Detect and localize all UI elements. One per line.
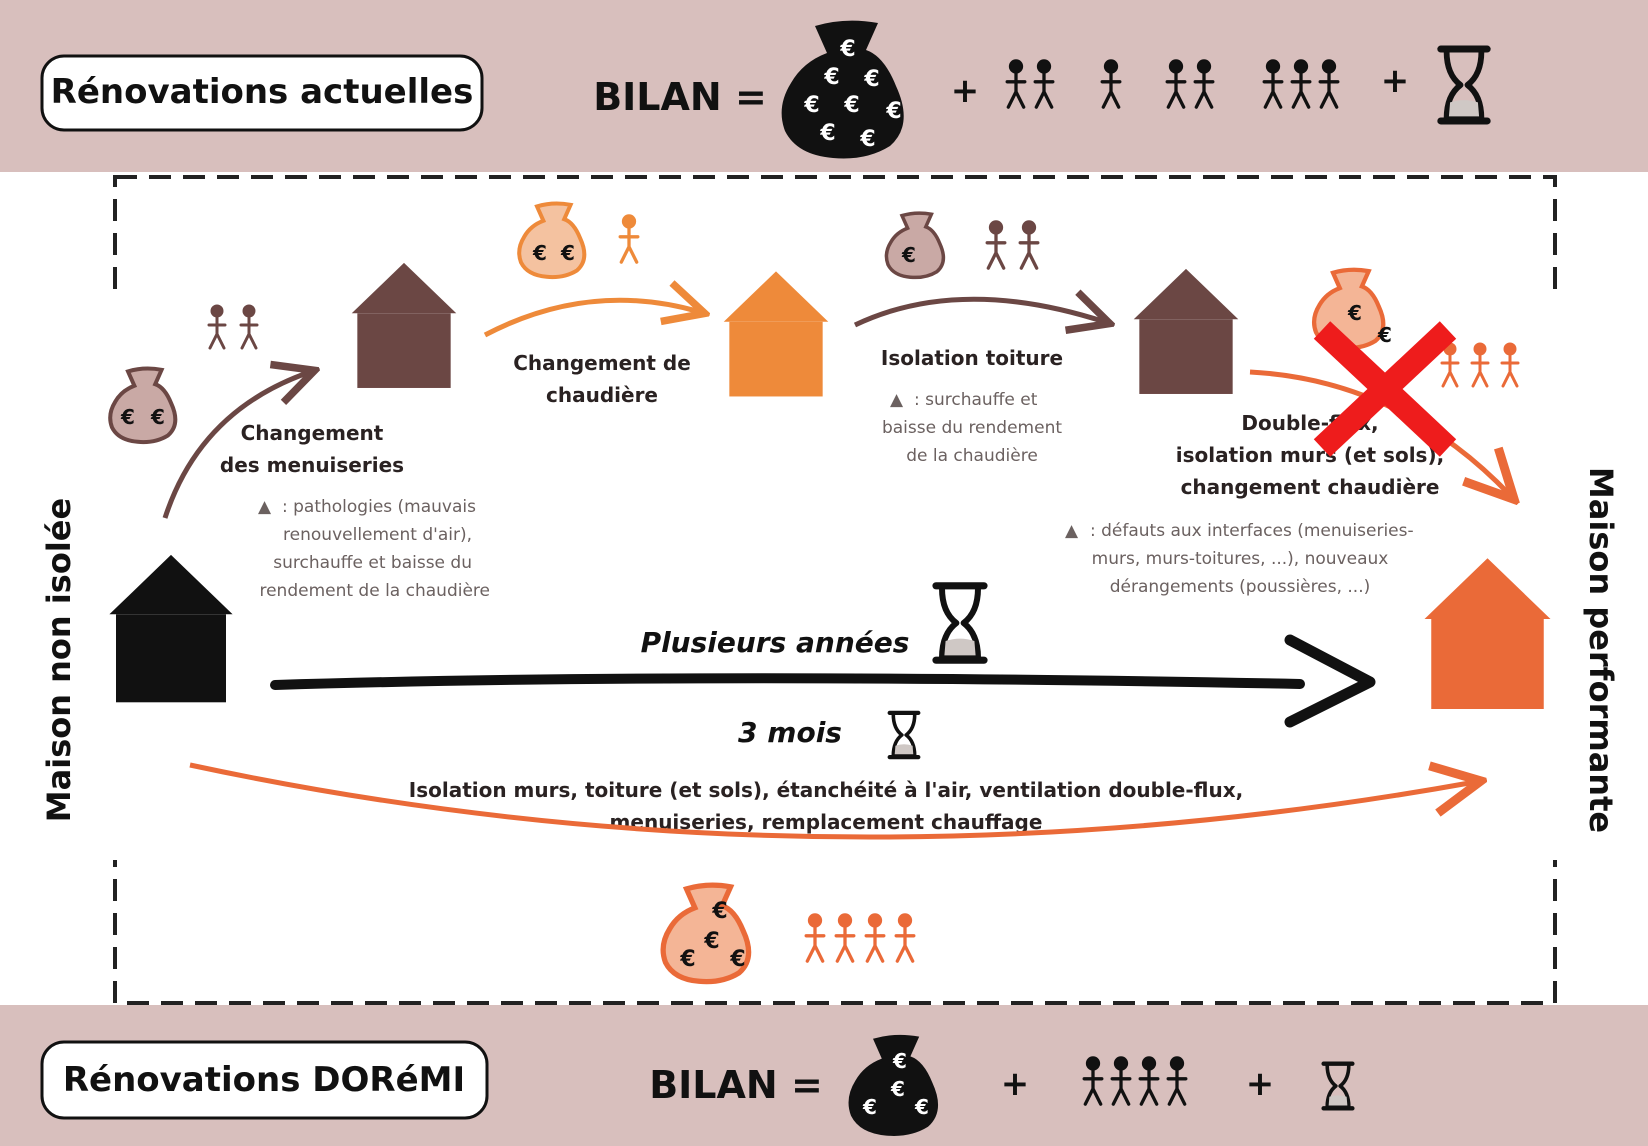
step4-label: Double-flux, isolation murs (et sols), c… [1176,411,1444,499]
svg-text:€: € [892,1049,907,1073]
top-title-box: Rénovations actuelles [40,54,484,132]
svg-text:Changement: Changement [241,421,384,445]
bottom-plus-1: + [1001,1064,1030,1104]
step3-people-icon [985,219,1040,270]
svg-text:Isolation murs, toiture (et so: Isolation murs, toiture (et sols), étanc… [409,778,1243,802]
svg-text:€: € [532,241,547,265]
arrow-step1 [162,372,310,519]
house-step3-icon [1133,268,1239,394]
svg-text:€: € [863,67,879,92]
svg-text:€: € [819,121,835,146]
svg-text:€: € [862,1095,877,1119]
svg-text:€: € [803,93,819,118]
svg-text:€: € [560,241,575,265]
top-money-bag-icon: € € € € € € € € [781,20,904,159]
top-bilan: BILAN = [593,75,767,119]
svg-text:baisse du rendement: baisse du rendement [882,418,1062,438]
top-title: Rénovations actuelles [51,72,474,112]
arrow-step2 [483,300,700,338]
arrow-doremi [189,765,1475,840]
step1-money-bag-icon: € € [110,369,175,443]
svg-text:Changement de: Changement de [513,351,691,375]
house-step1-icon [351,262,457,388]
years-hourglass-icon [936,586,984,660]
warning-icon: ▲ [258,497,272,517]
bottom-plus-2: + [1246,1064,1275,1104]
step1-people-icon [207,303,259,350]
svg-text:: défauts aux interfaces (menu: : défauts aux interfaces (menuiseries- [1090,521,1414,541]
svg-text:€: € [839,37,855,62]
svg-text:€: € [914,1095,929,1119]
svg-text:€: € [1347,301,1362,325]
label-maison-performante: Maison performante [1582,467,1620,833]
svg-text:€: € [679,947,695,972]
svg-text:€: € [1377,323,1392,347]
frame-gap-right [1528,300,1588,860]
doremi-description: Isolation murs, toiture (et sols), étanc… [409,778,1243,834]
step4-money-bag-icon: € € [1314,270,1392,348]
warning-icon: ▲ [1065,521,1079,541]
step4-note: ▲ : défauts aux interfaces (menuiseries-… [1065,521,1414,597]
label-plusieurs-annees: Plusieurs années [641,626,910,659]
svg-text:chaudière: chaudière [546,383,658,407]
svg-text:renouvellement d'air),: renouvellement d'air), [283,525,472,545]
svg-text:: pathologies (mauvais: : pathologies (mauvais [282,497,476,517]
step2-money-bag-icon: € € [519,204,584,278]
label-maison-non-isolee: Maison non isolée [40,498,78,822]
svg-text:€: € [711,899,727,924]
bottom-title: Rénovations DORéMI [63,1060,465,1100]
step2-label: Changement de chaudière [513,351,691,407]
svg-text:rendement de la chaudière: rendement de la chaudière [259,581,490,601]
svg-text:€: € [901,243,916,267]
step3-note: ▲ : surchauffe et baisse du rendement de… [882,390,1062,466]
svg-text:€: € [729,947,745,972]
svg-text:€: € [120,405,135,429]
bottom-bilan: BILAN = [649,1063,823,1107]
svg-text:des menuiseries: des menuiseries [220,453,404,477]
step1-label: Changement des menuiseries [220,421,404,477]
svg-text:€: € [703,929,719,954]
warning-icon: ▲ [890,390,904,410]
step3-money-bag-icon: € [884,211,946,280]
doremi-people-icon [804,911,916,963]
top-plus-1: + [951,71,980,111]
step2-person-icon [618,213,640,264]
svg-text:€: € [823,65,839,90]
long-arrow-head [1284,634,1376,728]
svg-text:Isolation toiture: Isolation toiture [881,346,1063,370]
svg-text:isolation murs (et sols),: isolation murs (et sols), [1176,443,1444,467]
svg-text:murs, murs-toitures, ...), nou: murs, murs-toitures, ...), nouveaux [1092,549,1389,569]
label-3-mois: 3 mois [738,716,842,749]
svg-text:de la chaudière: de la chaudière [906,446,1038,466]
bottom-money-bag-icon: € € € € [848,1034,939,1136]
step1-note: ▲ : pathologies (mauvais renouvellement … [258,497,490,601]
svg-text:surchauffe et baisse du: surchauffe et baisse du [273,553,472,573]
svg-text:changement chaudière: changement chaudière [1181,475,1440,499]
step4-people-icon [1440,341,1520,388]
svg-text:dérangements (poussières, ...): dérangements (poussières, ...) [1110,577,1370,597]
top-plus-2: + [1381,61,1410,101]
svg-text:€: € [843,93,859,118]
cross-icon [1313,321,1457,457]
months-hourglass-icon [890,713,919,757]
house-step2-icon [723,271,829,397]
bottom-title-box: Rénovations DORéMI [40,1040,489,1120]
arrow-step3 [853,299,1105,325]
svg-text:: surchauffe et: : surchauffe et [914,390,1038,410]
svg-text:€: € [885,99,901,124]
long-arrow-shaft [270,673,1305,690]
doremi-money-bag-icon: € € € € [663,885,748,982]
step3-label: Isolation toiture [881,346,1063,370]
svg-text:€: € [859,127,875,152]
svg-text:€: € [890,1077,905,1101]
svg-text:€: € [150,405,165,429]
